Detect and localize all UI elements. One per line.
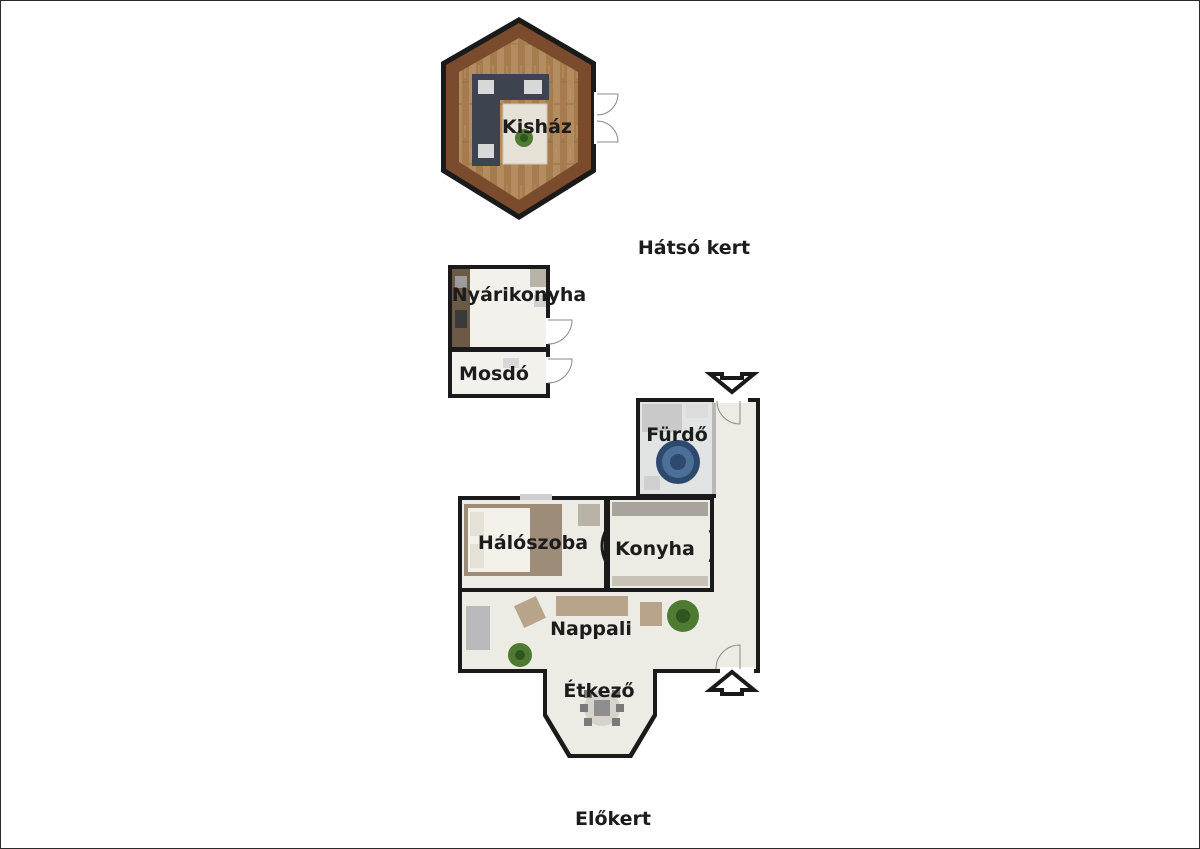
- double-door-icon: [594, 92, 619, 144]
- room-label-etkezo: Étkező: [563, 679, 634, 702]
- plant-icon: [667, 600, 699, 632]
- armchair: [640, 602, 662, 626]
- garden-label-front: Előkert: [575, 808, 651, 830]
- room-label-nappali: Nappali: [550, 618, 632, 640]
- room-label-mosdo: Mosdó: [459, 363, 529, 385]
- sofa: [556, 596, 628, 616]
- rug-icon: [656, 440, 700, 484]
- garden-label-back: Hátsó kert: [638, 237, 750, 259]
- door-icon: [546, 318, 573, 345]
- room-label-furdo: Fürdő: [646, 424, 708, 446]
- room-label-haloszoba: Hálószoba: [478, 532, 588, 554]
- room-label-kishaz: Kisház: [502, 116, 572, 138]
- door-icon: [546, 357, 573, 384]
- kishaz-room: [441, 17, 619, 220]
- bed: [464, 504, 562, 576]
- entrance-arrow-icon: [704, 372, 760, 395]
- room-label-konyha: Konyha: [615, 538, 695, 560]
- outbuilding: [448, 265, 573, 398]
- kitchen-counter: [612, 502, 708, 516]
- door-icon: [715, 644, 754, 673]
- room-label-nyarikonyha: Nyárikonyha: [452, 284, 586, 306]
- armchair: [514, 596, 546, 628]
- dining-table: [580, 690, 624, 726]
- sectional-sofa: [472, 74, 549, 166]
- door-icon: [714, 398, 748, 425]
- main-house: [458, 398, 760, 758]
- sofa: [466, 606, 490, 650]
- plant-icon: [508, 643, 532, 667]
- entrance-arrow-icon: [704, 669, 760, 696]
- plant-icon: [515, 129, 533, 147]
